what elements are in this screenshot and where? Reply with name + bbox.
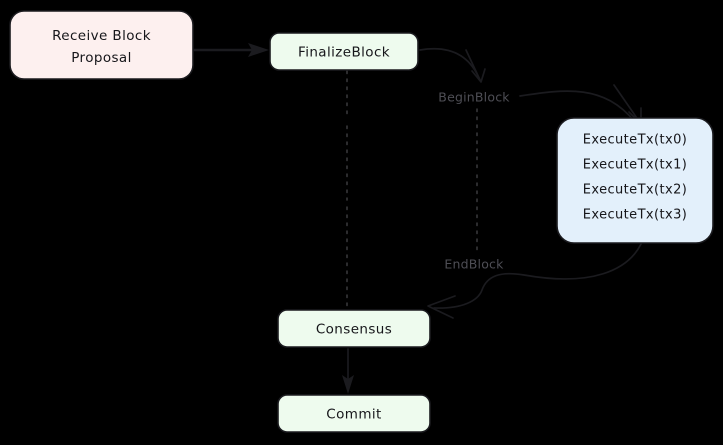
edge-line-executetx-consensus [433, 243, 642, 309]
node-commit[interactable]: Commit [277, 394, 431, 433]
node-finalize-block[interactable]: FinalizeBlock [269, 32, 419, 71]
edge-consensus-to-commit [342, 348, 354, 394]
node-label-execute-tx-0: ExecuteTx(tx0) [583, 133, 687, 148]
node-rect-commit[interactable] [277, 394, 431, 433]
arrow-head-executetx-consensus [427, 295, 456, 319]
edge-proposal-to-finalize [192, 43, 269, 57]
edge-label-end-block: EndBlock [444, 257, 504, 272]
edge-label-begin-block: BeginBlock [438, 90, 510, 105]
node-execute-tx[interactable]: ExecuteTx(tx0) ExecuteTx(tx1) ExecuteTx(… [556, 117, 714, 244]
node-label-receive-block-proposal-line1: Receive Block [52, 28, 151, 44]
node-receive-block-proposal[interactable]: Receive Block Proposal [9, 10, 194, 80]
edge-finalize-to-beginblock [419, 47, 486, 83]
arrow-head-consensus-commit [342, 375, 354, 394]
node-consensus[interactable]: Consensus [277, 309, 431, 348]
arrow-head-proposal-finalize [248, 43, 269, 57]
edge-line-beginblock-executetx [519, 90, 636, 123]
node-label-consensus: Consensus [316, 322, 392, 338]
node-label-execute-tx-1: ExecuteTx(tx1) [583, 158, 687, 173]
node-rect-receive-block-proposal[interactable] [9, 10, 194, 80]
node-label-execute-tx-2: ExecuteTx(tx2) [583, 183, 687, 198]
node-rect-execute-tx[interactable] [556, 117, 714, 244]
node-rect-finalize-block[interactable] [269, 32, 419, 71]
node-label-receive-block-proposal-line2: Proposal [71, 50, 132, 66]
node-rect-consensus[interactable] [277, 309, 431, 348]
arrow-head-finalize-beginblock [465, 49, 486, 83]
edge-line-finalize-beginblock [419, 47, 479, 77]
node-label-finalize-block: FinalizeBlock [298, 45, 390, 61]
node-label-execute-tx-3: ExecuteTx(tx3) [583, 208, 687, 223]
node-label-commit: Commit [326, 407, 381, 423]
edge-executetx-to-consensus [427, 243, 642, 319]
